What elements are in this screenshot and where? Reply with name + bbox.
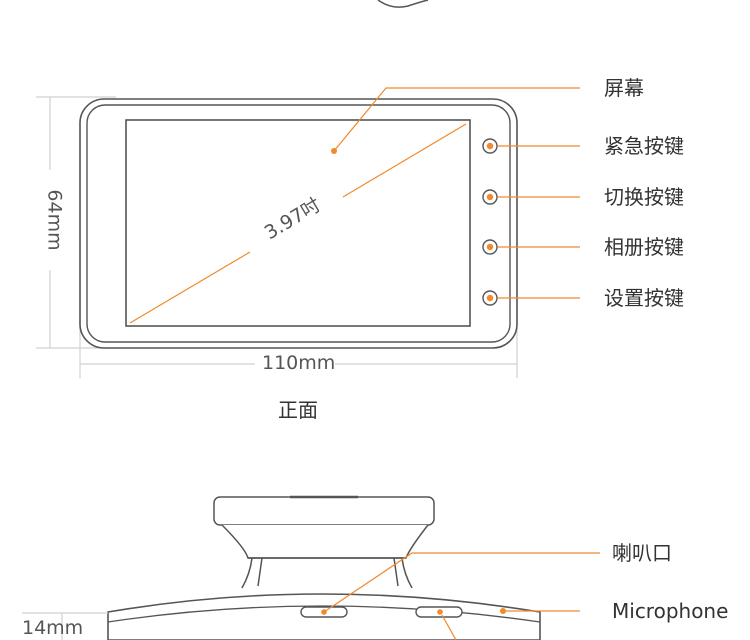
- width-dimension-label: 110mm: [262, 352, 336, 374]
- speaker-dot-right: [437, 609, 443, 615]
- thickness-dimension-lines: [22, 612, 108, 640]
- device-body-outer: [79, 98, 518, 349]
- device-body-inner: [86, 104, 511, 343]
- thickness-dimension-label: 14mm: [22, 617, 84, 639]
- settings-button: [482, 290, 498, 306]
- label-microphone: Microphone: [612, 599, 729, 623]
- label-emergency-button: 紧急按键: [604, 134, 684, 158]
- label-screen: 屏幕: [604, 76, 644, 100]
- label-speaker: 喇叭口: [612, 541, 672, 565]
- height-dimension-lines: [36, 96, 116, 349]
- leader-lines-side: [323, 552, 600, 640]
- top-mount-fragment: [377, 0, 429, 8]
- emergency-button: [482, 138, 498, 154]
- label-settings-button: 设置按键: [604, 286, 684, 310]
- screen-diagonal: [129, 123, 467, 324]
- switch-button: [482, 189, 498, 205]
- label-album-button: 相册按键: [604, 235, 684, 259]
- front-view-caption: 正面: [278, 398, 318, 422]
- screen-leader-dot: [331, 148, 337, 154]
- screen: [125, 119, 471, 327]
- height-dimension-label: 64mm: [43, 189, 66, 251]
- side-buttons: [482, 138, 498, 306]
- album-button: [482, 239, 498, 255]
- label-switch-button: 切换按键: [604, 185, 684, 209]
- mount-cup: [213, 495, 435, 589]
- leader-lines-front: [333, 87, 580, 299]
